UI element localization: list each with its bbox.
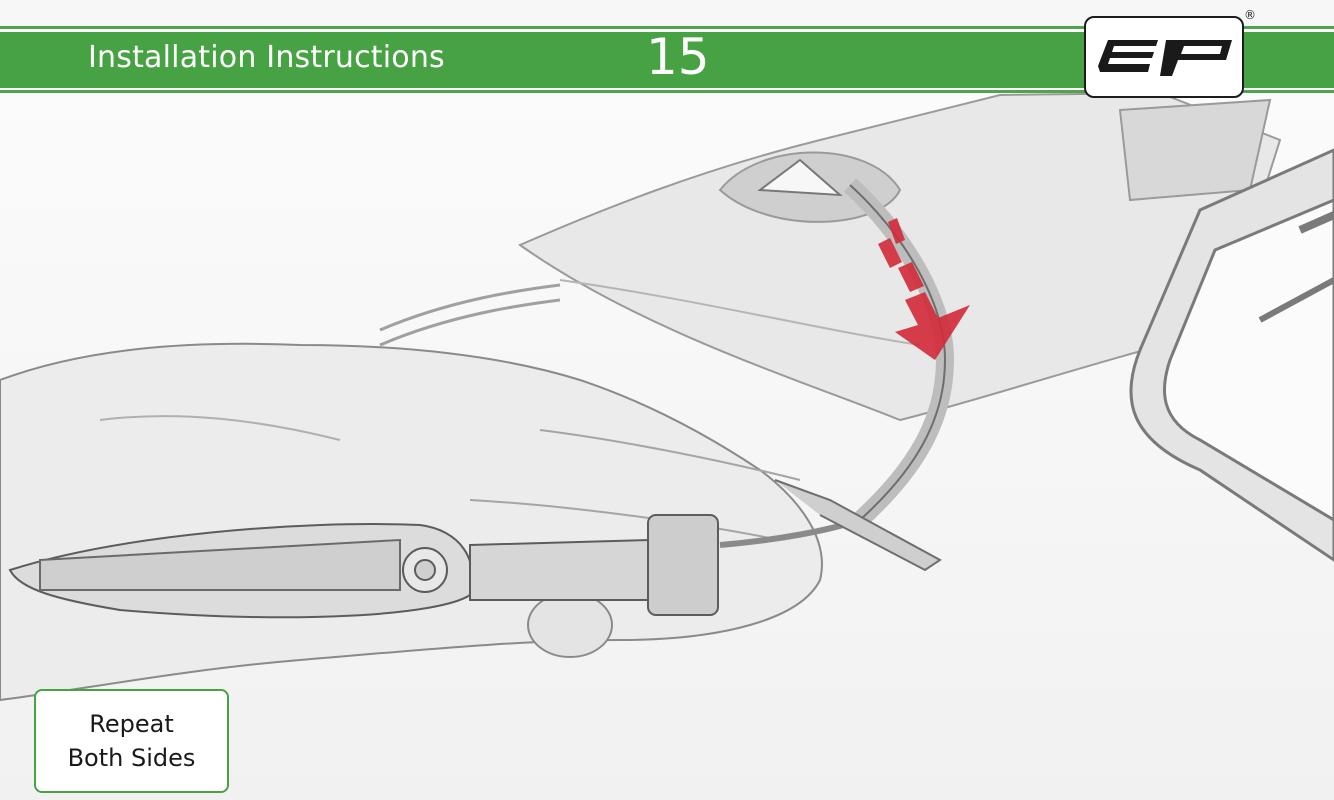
ep-logo-icon <box>1084 16 1244 98</box>
callout-line-1: Repeat <box>89 707 173 741</box>
page-title: Installation Instructions <box>88 40 445 75</box>
repeat-callout: Repeat Both Sides <box>34 689 229 793</box>
page-number: 15 <box>646 28 710 86</box>
registered-mark: ® <box>1244 8 1256 22</box>
callout-line-2: Both Sides <box>68 741 196 775</box>
